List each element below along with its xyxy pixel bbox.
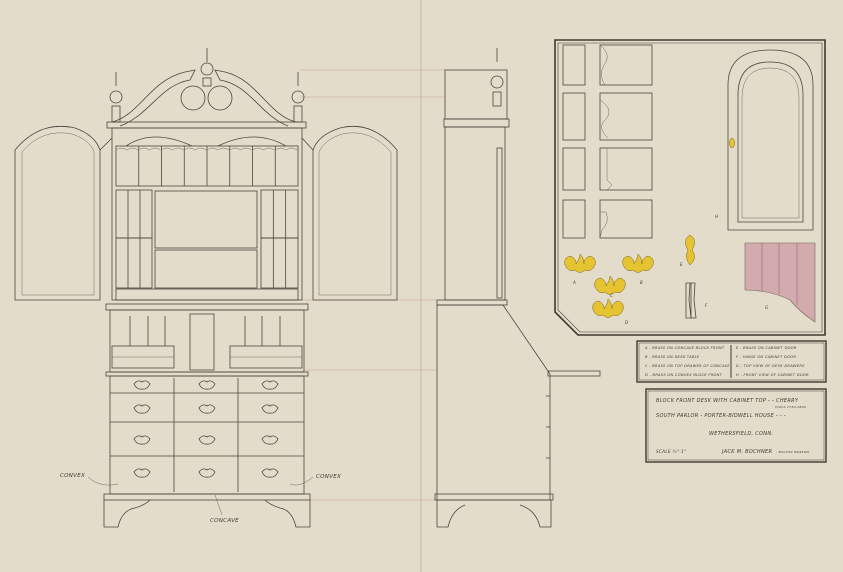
prospect-door: [189, 313, 215, 371]
legend-box: A - BRASS ON CONCAVE BLOCK FRONT B - BRA…: [636, 340, 827, 383]
finial-center: [200, 48, 214, 87]
legend-a: A - BRASS ON CONCAVE BLOCK FRONT: [644, 346, 725, 350]
cabinet-central-panel: [154, 190, 258, 249]
drawer-brass-pull: [133, 380, 151, 390]
brass-pull-detail: [564, 253, 596, 273]
letter-h: H: [715, 214, 718, 219]
legend-d: D - BRASS ON CONVEX BLOCK FRONT: [645, 373, 723, 377]
drawer-brass-pull: [198, 435, 216, 445]
pediment-scroll-left: [111, 69, 196, 127]
side-elevation: [434, 48, 601, 528]
writing-slide: [547, 370, 601, 377]
drawer-brass-pull: [133, 435, 151, 445]
pigeonhole-valance: [138, 147, 161, 151]
drawer-brass-pull: [198, 404, 216, 414]
annotations: CONVEX CONVEX CONCAVE A B C D E F G H: [60, 214, 768, 524]
pediment-scroll-right: [214, 69, 297, 127]
drawing-town: WETHERSFIELD, CONN.: [709, 431, 773, 437]
hinge-f: [685, 282, 697, 319]
guide-lines: [300, 69, 445, 501]
legend-f: F - HINGE ON CABINET DOOR: [736, 355, 796, 359]
escutcheon-e: [685, 234, 695, 266]
drawing-location: SOUTH PARLOR - PORTER-BIDWELL HOUSE - - …: [656, 413, 786, 419]
pigeonhole-valance: [252, 147, 275, 151]
label-convex-right: CONVEX: [316, 474, 341, 480]
legend-h: H - FRONT VIEW OF CABINET DOOR: [736, 373, 809, 377]
brass-pull-detail: [622, 253, 654, 273]
letter-f: F: [705, 303, 708, 308]
front-elevation: [14, 48, 398, 528]
letter-a: A: [572, 280, 576, 285]
drawer-brass-pull: [133, 404, 151, 414]
letter-b: B: [640, 280, 643, 285]
brass-details: [564, 253, 654, 318]
drawing-date: CIRCA 1750-1800: [775, 405, 806, 409]
drawing-scale: SCALE ¾"-1": [656, 449, 686, 454]
pigeonhole-valance: [161, 147, 184, 151]
drawer-brass-pull: [261, 468, 279, 478]
scroll-rosette-left: [180, 85, 206, 111]
scroll-rosette-right: [207, 85, 233, 111]
open-door-left: [14, 125, 101, 301]
molding-profiles: [562, 44, 653, 239]
brass-pull-detail: [594, 275, 626, 295]
pigeonhole-valance: [115, 147, 139, 151]
label-convex-left: CONVEX: [60, 473, 85, 479]
drawer-brass-pull: [198, 468, 216, 478]
drawing-title: BLOCK FRONT DESK WITH CABINET TOP - - CH…: [656, 398, 799, 404]
pigeonhole-valance: [184, 147, 207, 151]
drawer-brass-pull: [261, 380, 279, 390]
drawer-brass-pull: [198, 380, 216, 390]
letter-d: D: [625, 320, 628, 325]
desk-drawers-top-view: [744, 242, 816, 323]
title-block: BLOCK FRONT DESK WITH CABINET TOP - - CH…: [645, 388, 827, 463]
door-escutcheon: [729, 137, 735, 149]
letter-g: G: [765, 305, 768, 310]
legend-e: E - BRASS ON CABINET DOOR: [736, 346, 797, 350]
brass-pull-detail: [592, 298, 624, 318]
legend-c: C - BRASS ON TOP DRAWER OF CONCAVE: [645, 364, 730, 368]
detail-panel: [554, 39, 826, 336]
drawer-brass-pull: [261, 435, 279, 445]
side-finial: [490, 48, 504, 107]
drawer-brass-pull: [133, 468, 151, 478]
letter-e: E: [680, 262, 683, 267]
pigeonhole-valance: [229, 147, 252, 151]
finial-left: [109, 72, 123, 123]
drawing-artist-note: - BOLTON MUSEUM: [776, 450, 809, 454]
drawing-artist: JACK M. BOCHNER: [721, 449, 772, 455]
desk-interior: [109, 309, 305, 373]
label-concave: CONCAVE: [210, 518, 239, 524]
pigeonhole-valance: [275, 147, 298, 151]
open-door-right: [312, 125, 398, 301]
letter-c: C: [610, 293, 613, 298]
legend-b: B - BRASS ON DESK TABLE: [645, 355, 700, 359]
pigeonhole-valance: [206, 147, 230, 151]
legend-g: G - TOP VIEW OF DESK DRAWERS: [736, 364, 805, 368]
drawer-brass-pull: [261, 404, 279, 414]
cabinet-door-front-view: [727, 49, 814, 231]
